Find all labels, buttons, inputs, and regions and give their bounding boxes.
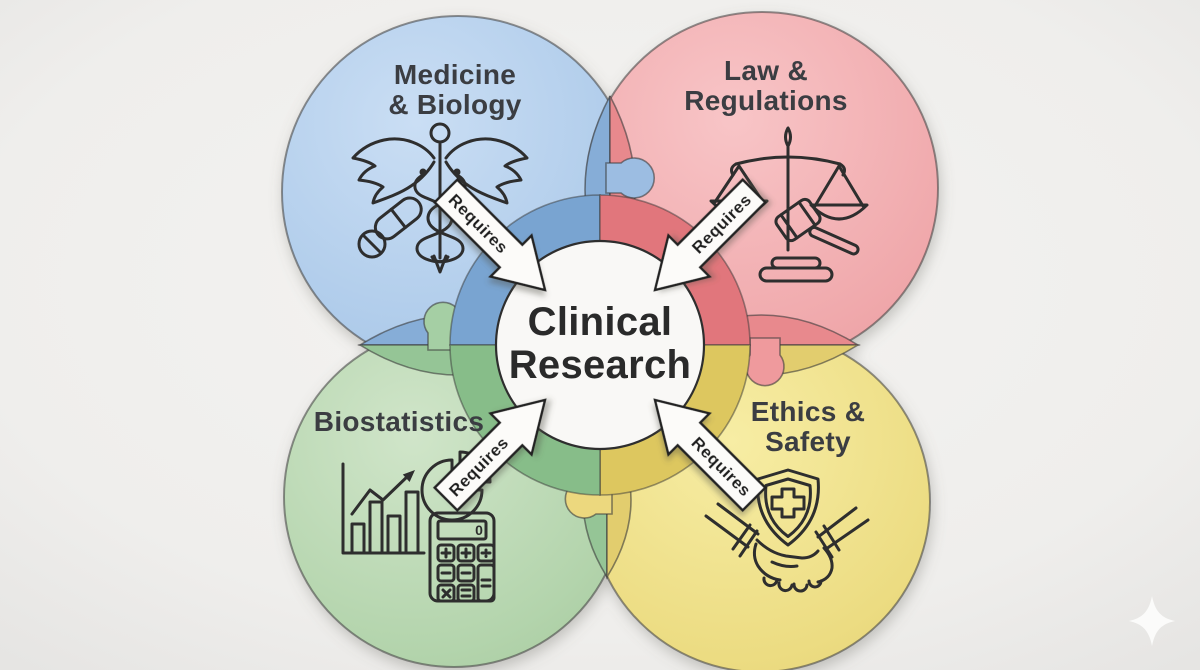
scales-gavel-icon [709,126,869,283]
ethics-label-line2: Safety [765,426,851,457]
medicine-label-line1: Medicine [394,59,516,90]
bar-chart-icon [341,462,426,555]
requires-arrow-top-right: Requires [653,177,768,292]
center-title-line1: Clinical [528,300,673,344]
biostatistics-label-line1: Biostatistics [314,406,484,437]
pills-icon [357,196,423,259]
ethics-label-line1: Ethics & [751,396,865,427]
sparkle-icon [1129,596,1175,646]
knob-blue-icon [605,157,655,199]
calculator-display: 0 [475,522,483,538]
knob-pink-icon [745,337,785,387]
shield-handshake-icon [704,468,870,593]
trend-arrow-icon [350,470,415,516]
law-label-line2: Regulations [684,85,848,116]
law-label-line1: Law & [724,55,808,86]
gavel-icon [758,197,860,283]
chart-pie-calculator-icon: 0 [341,450,496,603]
center-hub [494,239,706,451]
handshake-icon [704,502,870,593]
medicine-label-line2: & Biology [388,89,521,120]
center-title-line2: Research [509,343,692,387]
calculator-icon: 0 [428,511,496,603]
